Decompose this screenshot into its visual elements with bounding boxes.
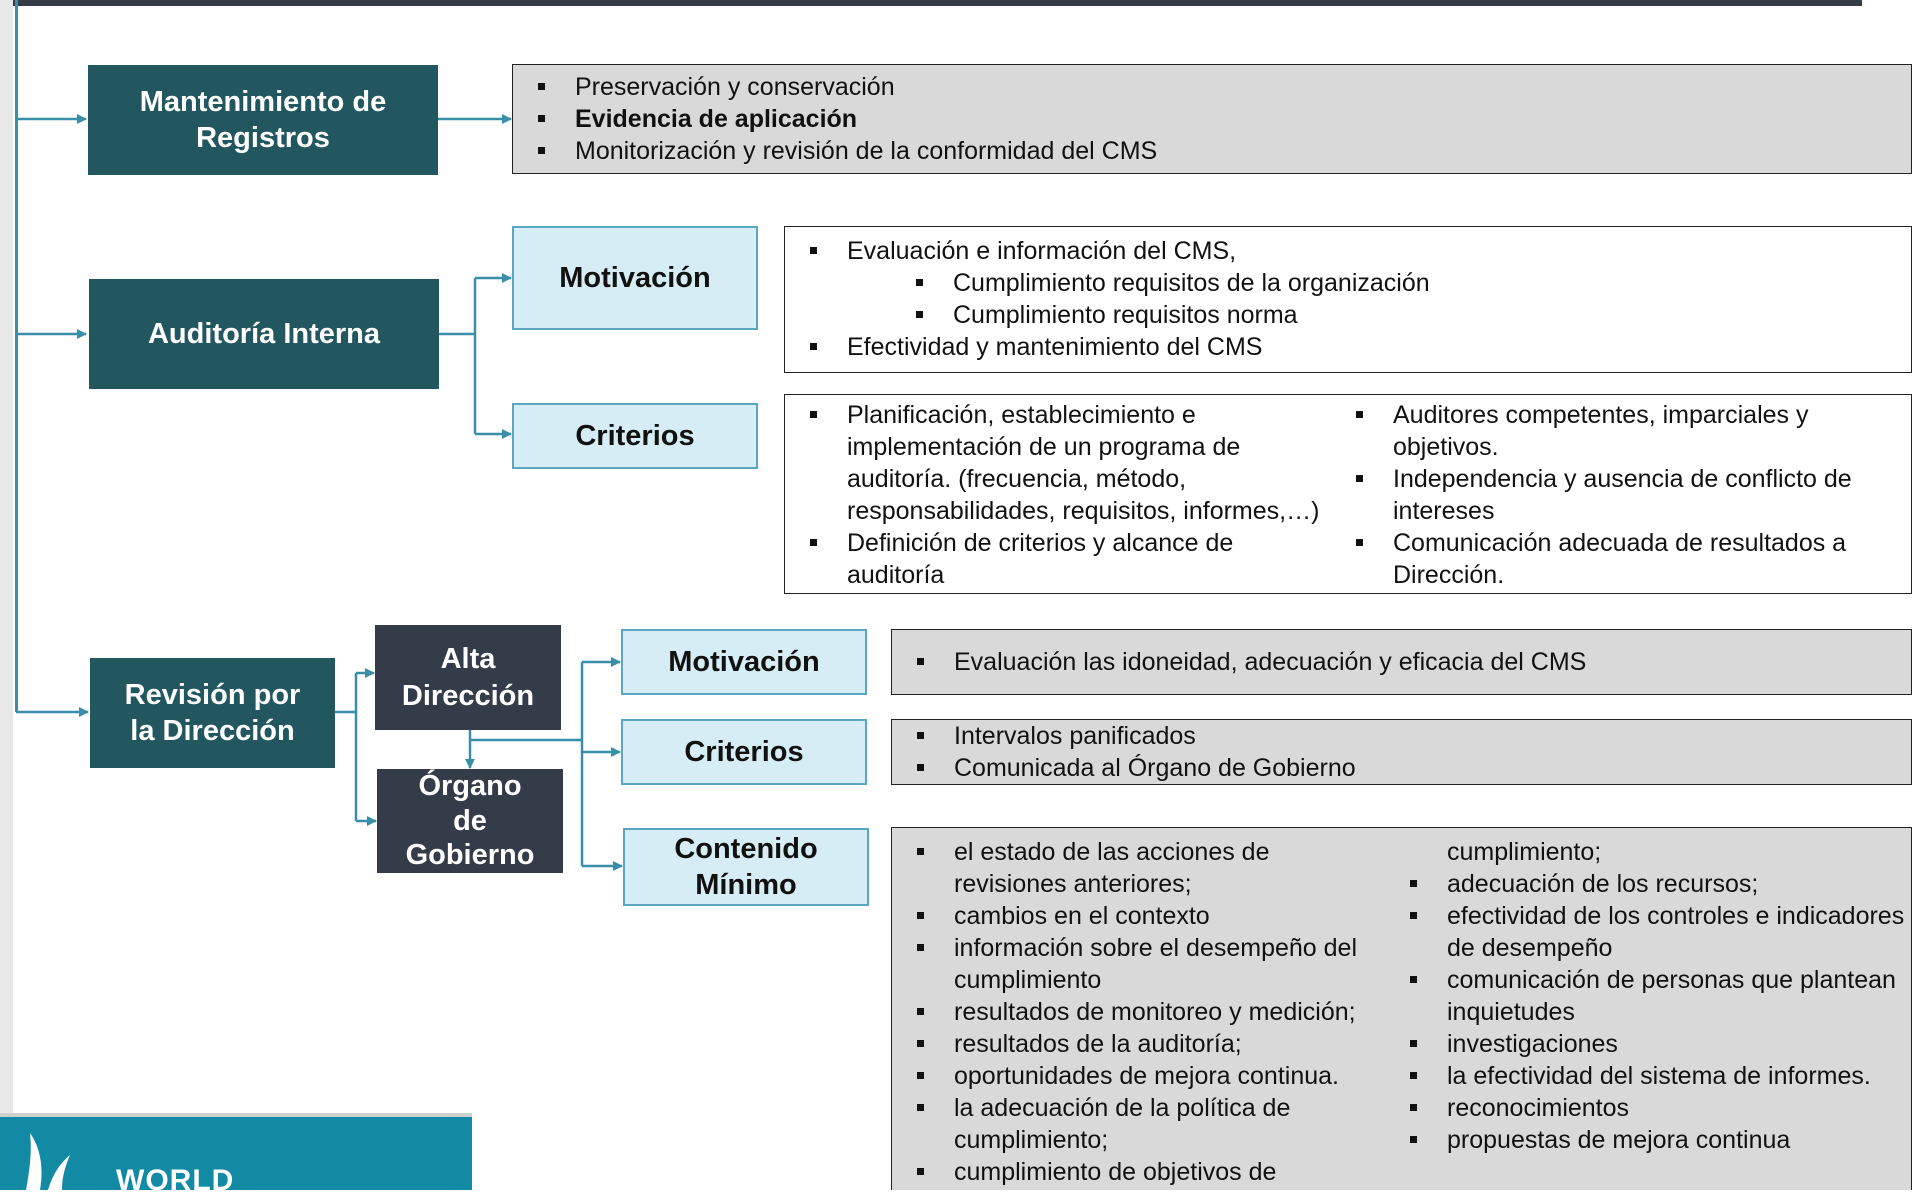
list-item: Evidencia de aplicación: [535, 103, 1911, 135]
list-item: Preservación y conservación: [535, 71, 1911, 103]
mantenimiento-panel: Preservación y conservación Evidencia de…: [512, 64, 1912, 174]
revision-motivacion-panel: Evaluación las idoneidad, adecuación y e…: [891, 629, 1912, 695]
organo-gobierno-label: Órgano de Gobierno: [405, 769, 535, 872]
list-item: la adecuación de la política de cumplimi…: [914, 1092, 1384, 1156]
revision-criterios-box: Criterios: [621, 719, 867, 785]
logo-band: [0, 1113, 472, 1190]
list-item: comunicación de personas que plantean in…: [1407, 964, 1907, 1028]
logo-mark-icon: [26, 1133, 70, 1190]
list-item: cumplimiento de objetivos de: [914, 1156, 1384, 1188]
list-item: Independencia y ausencia de conflicto de…: [1353, 463, 1898, 527]
organo-gobierno-box: Órgano de Gobierno: [377, 769, 563, 873]
list-item: Auditores competentes, imparciales y obj…: [1353, 399, 1898, 463]
list-item: propuestas de mejora continua: [1407, 1124, 1907, 1156]
top-bar: [0, 0, 1862, 6]
revision-criterios-panel: Intervalos panificados Comunicada al Órg…: [891, 719, 1912, 785]
logo-text: WORLD: [116, 1164, 235, 1197]
list-item: Comunicación adecuada de resultados a Di…: [1353, 527, 1898, 591]
list-item: oportunidades de mejora continua.: [914, 1060, 1384, 1092]
revision-direccion-box: Revisión por la Dirección: [90, 658, 335, 768]
auditoria-motivacion-panel: Evaluación e información del CMS, Cumpli…: [784, 226, 1912, 373]
list-item: Evaluación e información del CMS,: [807, 235, 1911, 267]
list-item-sub: Cumplimiento requisitos norma: [807, 299, 1911, 331]
list-item: reconocimientos: [1407, 1092, 1907, 1124]
list-item: Intervalos panificados: [914, 720, 1911, 752]
list-item-continuation: cumplimiento;: [1447, 838, 1602, 866]
list-item: resultados de monitoreo y medición;: [914, 996, 1384, 1028]
list-item: Definición de criterios y alcance de aud…: [807, 527, 1332, 591]
criterios-label: Criterios: [575, 419, 695, 452]
revision-motivacion-box: Motivación: [621, 629, 867, 695]
auditoria-interna-box: Auditoría Interna: [89, 279, 439, 389]
revision-contenido-panel: el estado de las acciones de revisiones …: [891, 827, 1912, 1190]
list-item: resultados de la auditoría;: [914, 1028, 1384, 1060]
list-item: Monitorización y revisión de la conformi…: [535, 135, 1911, 167]
mantenimiento-registros-box: Mantenimiento de Registros: [88, 65, 438, 175]
list-item: Efectividad y mantenimiento del CMS: [807, 331, 1911, 363]
list-item: investigaciones: [1407, 1028, 1907, 1060]
list-item: la efectividad del sistema de informes.: [1407, 1060, 1907, 1092]
list-item: cambios en el contexto: [914, 900, 1384, 932]
list-item: Evaluación las idoneidad, adecuación y e…: [914, 646, 1911, 678]
list-item-bold: Evidencia de aplicación: [575, 105, 858, 133]
alta-direccion-label: Alta Dirección: [401, 643, 535, 712]
list-item: adecuación de los recursos;: [1407, 868, 1907, 900]
main-connector-spine: [15, 0, 18, 712]
revision-contenido-box: Contenido Mínimo: [623, 828, 869, 906]
auditoria-motivacion-box: Motivación: [512, 226, 758, 330]
revision-title: Revisión por la Dirección: [124, 678, 301, 747]
left-margin-bar: [0, 0, 13, 1190]
motivacion-label: Motivación: [668, 645, 820, 678]
motivacion-label: Motivación: [559, 261, 711, 294]
mantenimiento-title: Mantenimiento de Registros: [139, 85, 387, 154]
list-item: Comunicada al Órgano de Gobierno: [914, 752, 1911, 784]
criterios-label: Criterios: [684, 735, 804, 768]
list-item: Planificación, establecimiento e impleme…: [807, 399, 1332, 527]
auditoria-criterios-panel: Planificación, establecimiento e impleme…: [784, 394, 1912, 594]
list-item: información sobre el desempeño del cumpl…: [914, 932, 1384, 996]
auditoria-title: Auditoría Interna: [147, 317, 380, 350]
logo-band-stripe: [0, 1113, 472, 1117]
alta-direccion-box: Alta Dirección: [375, 625, 561, 730]
list-item: el estado de las acciones de revisiones …: [914, 836, 1384, 900]
list-item-sub: Cumplimiento requisitos de la organizaci…: [807, 267, 1911, 299]
auditoria-criterios-box: Criterios: [512, 403, 758, 469]
contenido-label: Contenido Mínimo: [674, 832, 818, 901]
list-item: efectividad de los controles e indicador…: [1407, 900, 1907, 964]
